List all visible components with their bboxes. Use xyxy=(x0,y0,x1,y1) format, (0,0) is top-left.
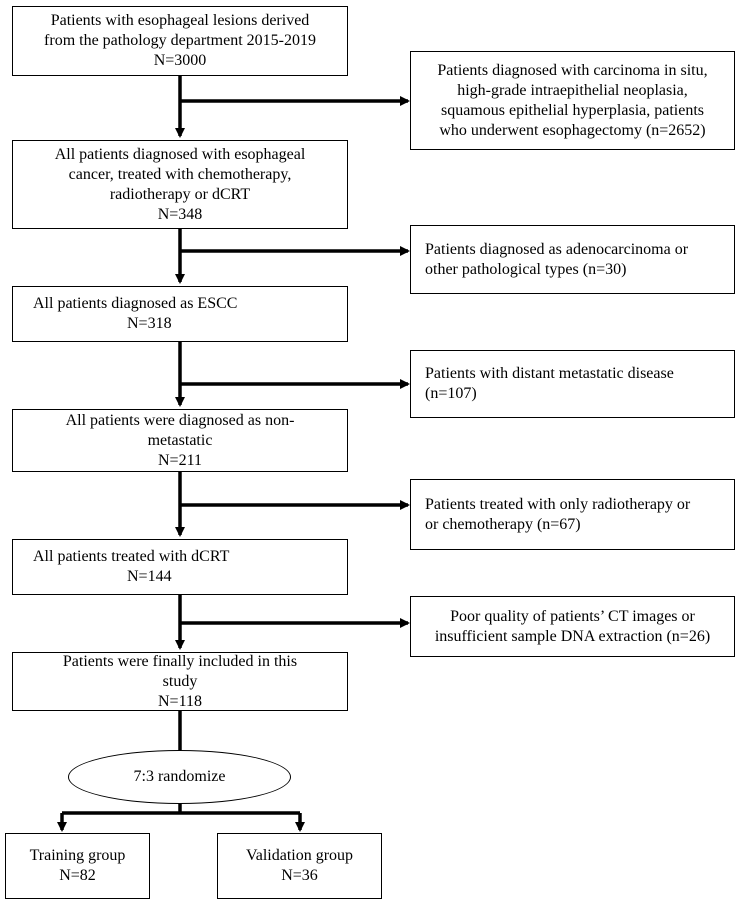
exclusion-text: high-grade intraepithelial neoplasia, xyxy=(457,81,688,99)
exclusion-box-image-quality: Poor quality of patients’ CT images or i… xyxy=(410,596,735,657)
flow-box-final-inclusion: Patients were finally included in this s… xyxy=(12,652,348,711)
exclusion-box-single-modality: Patients treated with only radiotherapy … xyxy=(410,479,735,550)
flow-text: cancer, treated with chemotherapy, xyxy=(68,165,292,183)
exclusion-text: who underwent esophagectomy (n=2652) xyxy=(439,121,706,139)
group-text: N=36 xyxy=(281,867,318,884)
flow-text: from the pathology department 2015-2019 xyxy=(44,32,316,49)
group-text: Validation group xyxy=(245,847,354,864)
flow-box-initial-cohort: Patients with esophageal lesions derived… xyxy=(12,6,348,76)
exclusion-text: insufficient sample DNA extraction (n=26… xyxy=(434,627,711,645)
exclusion-text: Poor quality of patients’ CT images or xyxy=(450,607,695,625)
flow-text: Patients were finally included in this xyxy=(62,652,298,670)
randomize-label: 7:3 randomize xyxy=(133,768,226,785)
exclusion-box-distant-metastasis: Patients with distant metastatic disease… xyxy=(410,350,735,418)
exclusion-text: squamous epithelial hyperplasia, patient… xyxy=(440,101,705,119)
exclusion-text: (n=107) xyxy=(425,385,477,402)
flow-text: N=118 xyxy=(158,692,202,710)
flow-text: Patients with esophageal lesions derived xyxy=(50,12,310,29)
exclusion-text: or chemotherapy (n=67) xyxy=(425,515,581,533)
flow-box-esophageal-cancer: All patients diagnosed with esophageal c… xyxy=(12,140,348,229)
randomize-ellipse: 7:3 randomize xyxy=(68,750,291,804)
flow-text: N=144 xyxy=(127,568,172,585)
exclusion-text: Patients with distant metastatic disease xyxy=(425,365,674,382)
exclusion-text: Patients diagnosed as adenocarcinoma or xyxy=(425,240,689,258)
flow-text: N=348 xyxy=(157,205,203,223)
flow-box-dcrt: All patients treated with dCRT N=144 xyxy=(12,539,348,595)
group-text: Training group xyxy=(29,847,126,864)
training-group-box: Training group N=82 xyxy=(5,833,150,899)
flow-text: metastatic xyxy=(147,431,213,449)
exclusion-text: other pathological types (n=30) xyxy=(425,260,627,278)
flow-text: All patients treated with dCRT xyxy=(33,548,230,565)
exclusion-box-adenocarcinoma: Patients diagnosed as adenocarcinoma or … xyxy=(410,225,735,294)
flow-box-escc: All patients diagnosed as ESCC N=318 xyxy=(12,286,348,342)
flow-text: N=3000 xyxy=(153,52,207,69)
flow-text: All patients diagnosed with esophageal xyxy=(54,145,306,163)
flow-box-non-metastatic: All patients were diagnosed as non- meta… xyxy=(12,409,348,472)
exclusion-box-other-lesions: Patients diagnosed with carcinoma in sit… xyxy=(410,51,735,150)
group-text: N=82 xyxy=(59,867,96,884)
validation-group-box: Validation group N=36 xyxy=(217,833,382,899)
flow-text: N=211 xyxy=(158,451,202,469)
flow-text: All patients diagnosed as ESCC xyxy=(33,295,238,312)
flow-text: study xyxy=(162,672,198,690)
flow-text: N=318 xyxy=(127,315,172,332)
exclusion-text: Patients treated with only radiotherapy … xyxy=(425,495,691,513)
flow-text: radiotherapy or dCRT xyxy=(109,185,251,203)
flow-text: All patients were diagnosed as non- xyxy=(65,411,295,429)
exclusion-text: Patients diagnosed with carcinoma in sit… xyxy=(437,61,708,79)
